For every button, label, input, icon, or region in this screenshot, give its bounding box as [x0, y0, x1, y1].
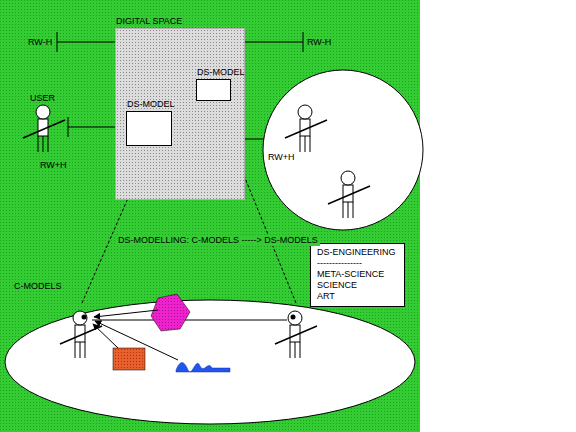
box-frame: [126, 111, 172, 146]
world-ellipse: [5, 300, 415, 424]
figure-eye: [291, 315, 296, 320]
modelling-label: DS-MODELLING: C-MODELS -----> DS-MODELS: [116, 235, 320, 246]
box-text: META-SCIENCE: [317, 269, 396, 280]
c-models-label: C-MODELS: [14, 281, 62, 292]
box-frame: DS-MODEL DS-MODEL: [115, 28, 245, 200]
wave-object: [176, 363, 230, 373]
box-heading: DIGITAL SPACE: [115, 16, 182, 28]
ds-model-box: DS-MODEL: [196, 67, 245, 101]
box-frame: DS-ENGINEERING---------------META-SCIENC…: [310, 243, 405, 307]
stick-figure: [328, 171, 370, 218]
stick-figure: [60, 311, 102, 358]
box-text: DS-ENGINEERING: [317, 247, 396, 258]
rw-label: RW+H: [268, 152, 295, 163]
stick-figure: [23, 105, 65, 152]
red-object: [113, 348, 145, 370]
box-heading: DS-MODEL: [126, 99, 175, 111]
perception-arrows: [93, 310, 178, 360]
stick-figure: [275, 311, 317, 358]
digital-space-box: DIGITAL SPACE DS-MODEL DS-MODEL: [115, 16, 245, 200]
box-heading: DS-MODEL: [196, 67, 245, 79]
user-label: USER: [30, 93, 55, 104]
rw-label: RW+H: [40, 160, 67, 171]
magenta-object: [151, 294, 190, 331]
figure-eye: [82, 315, 87, 320]
view-line: [92, 320, 287, 321]
user-circle: [263, 70, 423, 230]
ds-engineering-box: DS-ENGINEERING---------------META-SCIENC…: [310, 243, 405, 307]
rw-label: RW-H: [307, 37, 331, 48]
box-text: ART: [317, 291, 396, 302]
ds-model-box: DS-MODEL: [126, 99, 175, 146]
box-text: SCIENCE: [317, 280, 396, 291]
box-frame: [196, 79, 231, 101]
box-text: ---------------: [317, 258, 396, 269]
rw-label: RW-H: [28, 37, 52, 48]
stick-figure: [285, 105, 327, 152]
